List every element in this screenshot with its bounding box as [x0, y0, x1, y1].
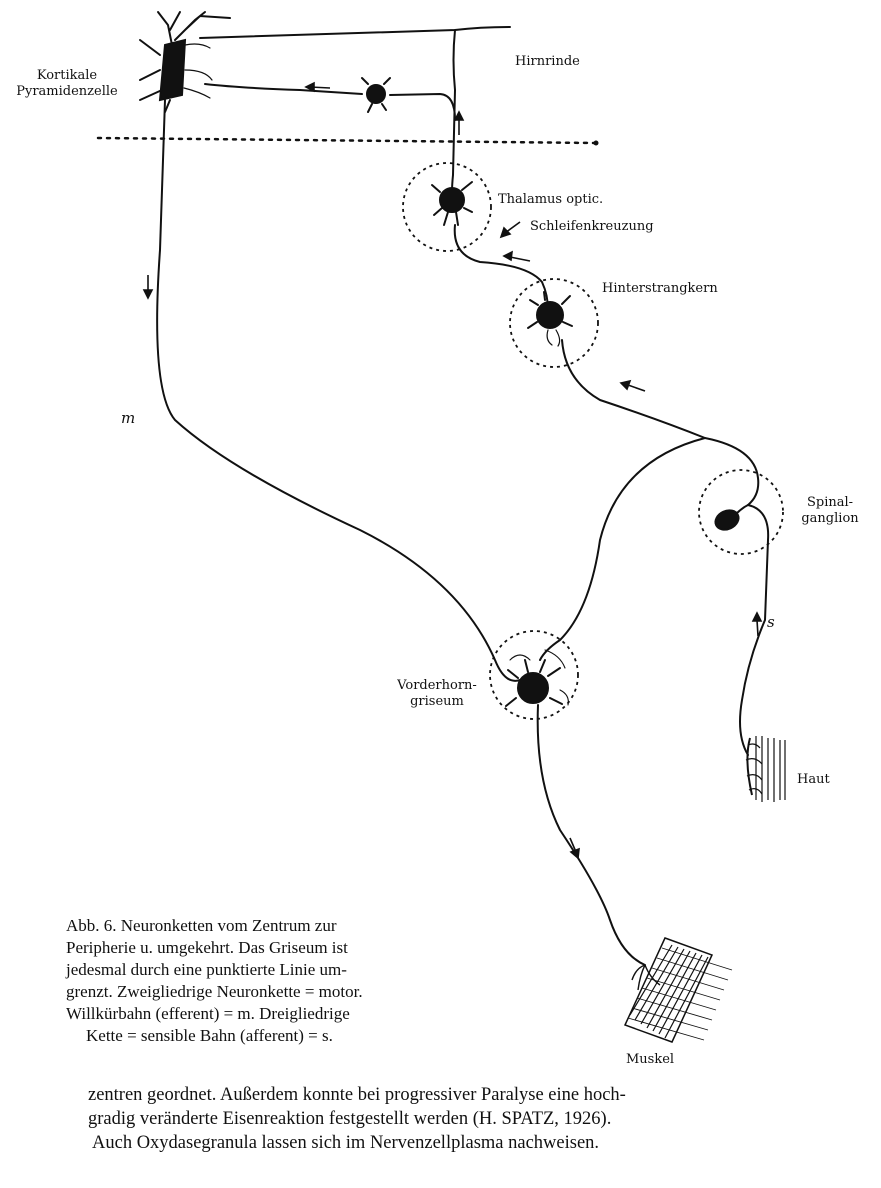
label-s: s: [767, 613, 775, 631]
thalamus-to-hinterstrang-fiber: [453, 224, 549, 311]
motor-pathway-m: [156, 99, 521, 682]
label-hinterstrangkern: Hinterstrangkern: [602, 281, 718, 296]
label-thalamus: Thalamus optic.: [498, 192, 604, 207]
spinal-ganglion-cell: [714, 509, 740, 531]
caption-line: grenzt. Zweigliedrige Neuronkette = moto…: [66, 982, 363, 1001]
muscle-block: [623, 937, 733, 1043]
label-spinalganglion: Spinal- ganglion: [790, 495, 870, 527]
label-vorderhorn-line1: Vorderhorn-: [397, 678, 477, 693]
vorderhorn-motor-axon: [536, 704, 646, 966]
arrow-up-thalamus-axon: [453, 110, 465, 135]
thalamus-neuron: [431, 181, 473, 226]
body-line: gradig veränderte Eisenreaktion festgest…: [88, 1109, 612, 1129]
arrow-down-motor: [142, 275, 154, 300]
figure-caption: Abb. 6. Neuronketten vom Zentrum zur Per…: [66, 915, 476, 1047]
label-vorderhorn: Vorderhorn- griseum: [382, 678, 492, 710]
caption-line: Willkürbahn (efferent) = m. Dreigliedrig…: [66, 1004, 350, 1023]
interneuron-cell: [361, 77, 391, 113]
cortex-boundary-dotted-line: [96, 136, 598, 145]
label-kortikale: Kortikale Pyramidenzelle: [2, 68, 132, 100]
caption-line: Kette = sensible Bahn (afferent) = s.: [86, 1026, 333, 1045]
arrow-down-motor-axon: [569, 837, 580, 860]
label-schleifenkreuzung: Schleifenkreuzung: [530, 219, 654, 234]
hinterstrang-to-spinal-fiber: [561, 339, 760, 506]
spinal-collateral-to-vorderhorn: [539, 437, 706, 661]
vorderhorn-griseum-circle: [489, 630, 579, 720]
cortex-lower-fiber: [204, 83, 363, 95]
label-vorderhorn-line2: griseum: [410, 694, 464, 709]
vorderhorn-neuron: [505, 649, 569, 707]
spinal-ganglion-griseum-circle: [698, 469, 784, 555]
label-m: m: [121, 409, 136, 427]
spinal-peripheral-process-s: [739, 504, 770, 756]
cortex-top-fiber: [199, 26, 511, 39]
label-haut: Haut: [797, 772, 830, 787]
pyramidal-cell: [139, 11, 231, 113]
arrow-left-cortex: [304, 81, 331, 93]
skin-structure: [745, 736, 786, 802]
interneuron-fiber: [389, 93, 456, 121]
arrow-left-ascending: [619, 379, 646, 392]
label-spinal-line1: Spinal-: [806, 495, 854, 510]
hinterstrang-neuron: [527, 291, 573, 347]
label-spinal-line2: ganglion: [801, 511, 859, 526]
arrow-left-hinterstrang: [502, 250, 531, 262]
thalamus-griseum-circle: [402, 162, 492, 252]
arrow-schleifen: [499, 221, 521, 239]
label-hirnrinde: Hirnrinde: [515, 54, 580, 69]
body-text: zentren geordnet. Außerdem konnte bei pr…: [88, 1083, 808, 1155]
hinterstrang-griseum-circle: [509, 278, 599, 368]
body-line: Auch Oxydasegranula lassen sich im Nerve…: [92, 1133, 600, 1153]
arrow-up-sensory: [751, 611, 763, 637]
caption-line: jedesmal durch eine punktierte Linie um-: [66, 960, 347, 979]
label-kortikale-line1: Kortikale: [36, 68, 98, 83]
caption-line: Peripherie u. umgekehrt. Das Griseum ist: [66, 938, 348, 957]
caption-line: Abb. 6. Neuronketten vom Zentrum zur: [66, 916, 337, 935]
label-muskel: Muskel: [626, 1052, 675, 1067]
label-kortikale-line2: Pyramidenzelle: [16, 84, 118, 99]
body-line: zentren geordnet. Außerdem konnte bei pr…: [88, 1085, 626, 1105]
